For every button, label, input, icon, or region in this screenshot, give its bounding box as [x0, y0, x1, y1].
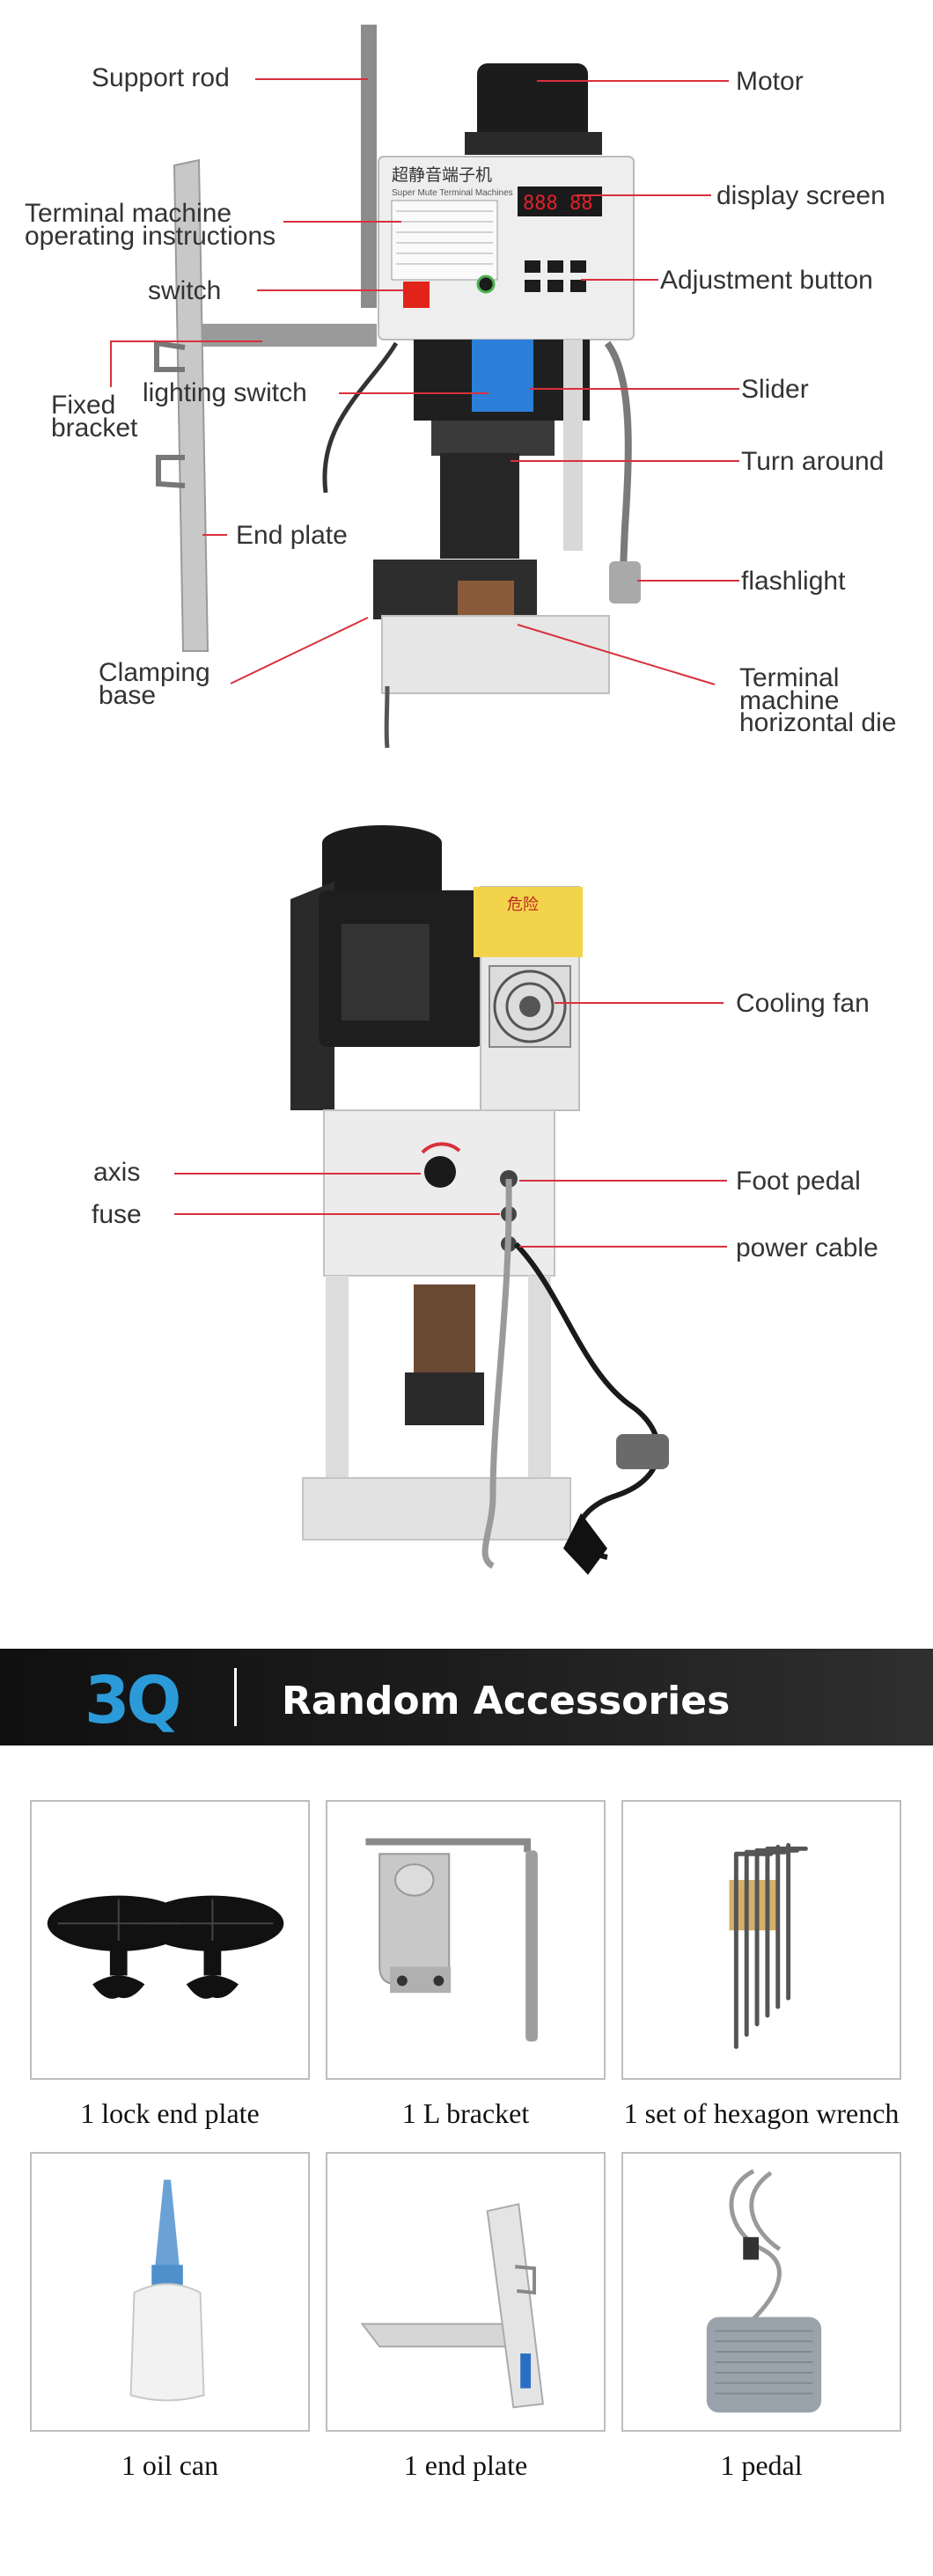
- label-clamping-base: Clamping base: [99, 658, 210, 710]
- panel-title-en: Super Mute Terminal Machines: [392, 188, 513, 198]
- terminal-machine-back-illustration: 危险: [174, 825, 727, 1575]
- accessory-label: 1 pedal: [720, 2449, 803, 2481]
- banner-title: Random Accessories: [282, 1679, 731, 1723]
- panel-display: 888 88: [523, 193, 592, 215]
- accessory-card-hexagon-wrench: [621, 1800, 901, 2080]
- accessory-label: 1 lock end plate: [80, 2097, 260, 2129]
- accessory-label: 1 oil can: [121, 2449, 219, 2481]
- banner-divider: [234, 1668, 237, 1726]
- label-horizontal-die: Terminal machine horizontal die: [739, 663, 897, 737]
- label-slider: Slider: [741, 375, 809, 404]
- accessory-card-pedal: [621, 2152, 901, 2432]
- label-foot-pedal: Foot pedal: [736, 1167, 861, 1196]
- accessory-label: 1 end plate: [403, 2449, 528, 2481]
- label-adjustment-button: Adjustment button: [660, 266, 873, 295]
- label-motor: Motor: [736, 67, 804, 96]
- accessory-card-lock-end-plate: [30, 1800, 310, 2080]
- warning-label: 危险: [507, 896, 539, 914]
- accessory-card-end-plate: [326, 2152, 606, 2432]
- label-fuse: fuse: [92, 1200, 142, 1229]
- accessories-banner: 3Q Random Accessories: [0, 1649, 933, 1745]
- brand-logo: 3Q: [84, 1663, 181, 1738]
- accessory-label: 1 L bracket: [401, 2097, 530, 2129]
- label-fixed-bracket: Fixed bracket: [51, 391, 138, 443]
- label-cooling-fan: Cooling fan: [736, 989, 870, 1018]
- lock-end-plate-icon: [47, 1895, 284, 1999]
- label-terminal-instructions: Terminal machine operating instructions: [25, 199, 276, 251]
- terminal-machine-front-illustration: 超静音端子机 Super Mute Terminal Machines 888 …: [110, 25, 739, 749]
- label-support-rod: Support rod: [92, 63, 230, 92]
- accessory-label: 1 set of hexagon wrench: [623, 2097, 900, 2129]
- label-power-cable: power cable: [736, 1233, 878, 1262]
- label-axis: axis: [93, 1158, 141, 1187]
- hexagon-wrench-icon: [729, 1842, 808, 2049]
- panel-title-cn: 超静音端子机: [392, 165, 492, 185]
- label-lighting-switch: lighting switch: [143, 378, 307, 407]
- l-bracket-icon: [365, 1838, 538, 2042]
- accessory-card-l-bracket: [326, 1800, 606, 2080]
- oil-can-icon: [129, 2179, 205, 2402]
- end-plate-icon: [360, 2203, 544, 2409]
- pedal-icon: [706, 2169, 822, 2413]
- label-turn-around: Turn around: [741, 447, 885, 476]
- label-flashlight: flashlight: [741, 567, 846, 596]
- label-end-plate: End plate: [236, 521, 348, 550]
- accessory-card-oil-can: [30, 2152, 310, 2432]
- label-switch: switch: [148, 276, 222, 305]
- label-display-screen: display screen: [716, 181, 885, 210]
